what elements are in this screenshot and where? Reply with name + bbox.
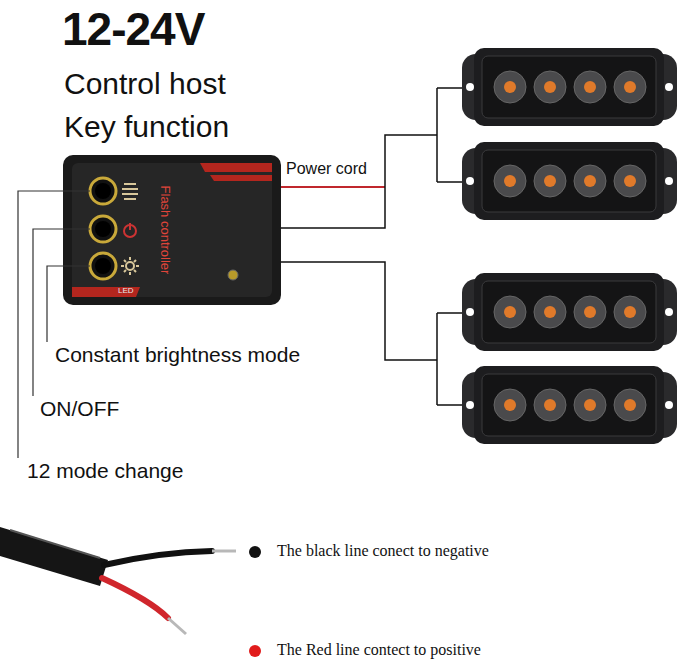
power-cord-label: Power cord bbox=[286, 160, 367, 178]
led-lights bbox=[462, 48, 677, 444]
light-wires bbox=[281, 88, 462, 405]
wire-note: The Red line contect to positive bbox=[277, 641, 481, 659]
title: 12-24V bbox=[62, 2, 204, 56]
button-label: 12 mode change bbox=[27, 459, 183, 483]
wire-note: The black line conect to negative bbox=[277, 542, 489, 560]
cable bbox=[0, 527, 261, 657]
power-cord bbox=[281, 186, 385, 188]
button-label: ON/OFF bbox=[40, 397, 119, 421]
controller-box: Flash controller bbox=[150, 168, 180, 292]
button-label: Constant brightness mode bbox=[55, 343, 300, 367]
controller-housing bbox=[63, 155, 281, 305]
device-marking: Flash controller bbox=[158, 186, 173, 275]
heading-text: Control host Key function bbox=[64, 62, 264, 148]
device-marking: LED bbox=[118, 286, 134, 295]
